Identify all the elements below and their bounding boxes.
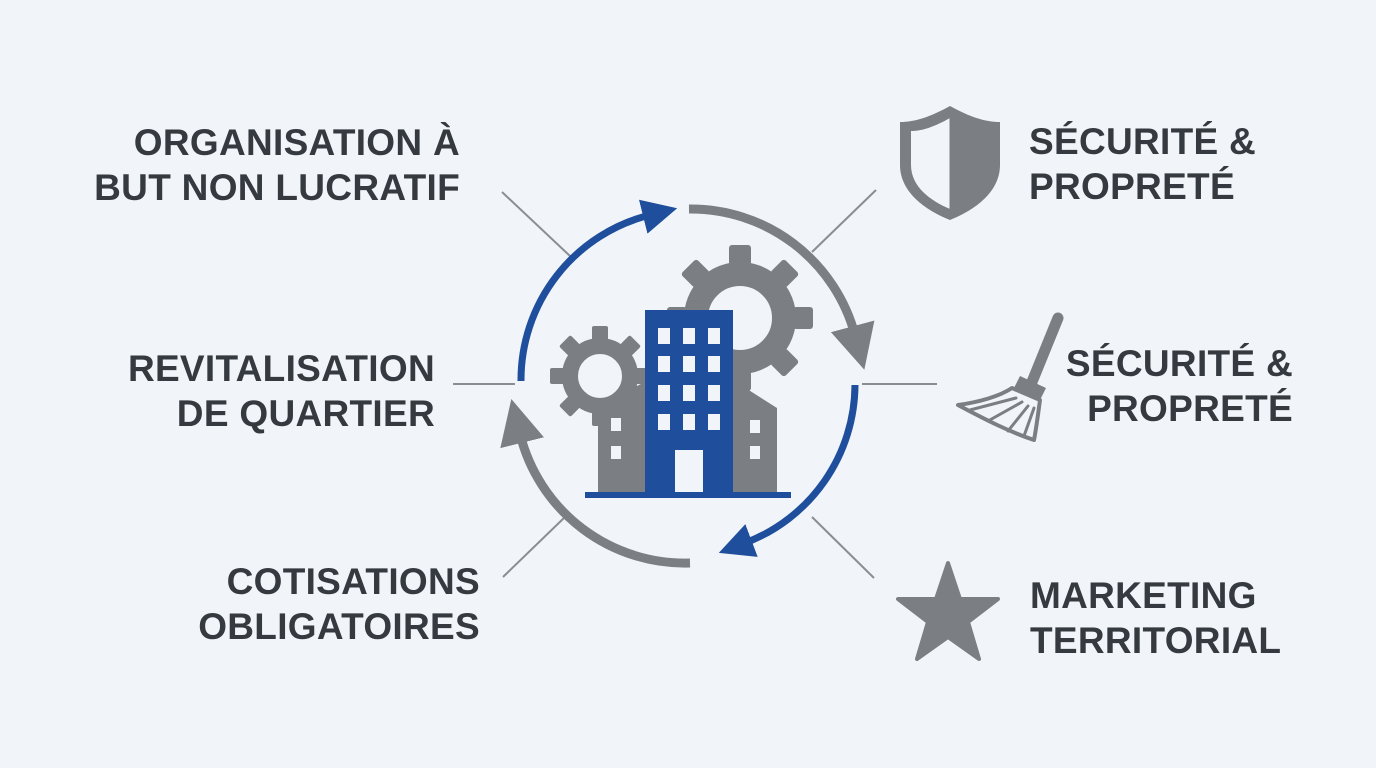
label-line: SÉCURITÉ & [1029, 121, 1257, 162]
label-line: REVITALISATION [127, 348, 435, 389]
label-line: BUT NON LUCRATIF [94, 167, 460, 208]
large-gear-icon [667, 245, 813, 391]
label-line: DE QUARTIER [176, 393, 435, 434]
label-line: COTISATIONS [226, 561, 480, 602]
connector-lines [453, 189, 937, 579]
connector-organisation [501, 191, 571, 257]
label-line: SÉCURITÉ & [1065, 343, 1293, 384]
tower-door [675, 450, 703, 492]
left-building [598, 382, 645, 492]
label-securite-proprete-2: SÉCURITÉ & PROPRETÉ [1066, 341, 1293, 431]
label-line: PROPRETÉ [1029, 166, 1235, 207]
label-marketing-territorial: MARKETING TERRITORIAL [1030, 573, 1281, 663]
connector-cotisations [502, 516, 566, 578]
connector-marketing [811, 516, 875, 579]
label-organisation: ORGANISATION À BUT NON LUCRATIF [94, 120, 460, 210]
cycle-arrow-top-right [688, 204, 875, 370]
label-cotisations: COTISATIONS OBLIGATOIRES [198, 559, 480, 649]
cycle-arrow-top-left [517, 199, 678, 382]
label-line: TERRITORIAL [1030, 620, 1282, 661]
cycle-arrows [500, 199, 875, 568]
label-line: PROPRETÉ [1087, 388, 1293, 429]
shield-icon [900, 106, 1000, 220]
cycle-arrow-bottom-right [718, 384, 859, 557]
ground-line [585, 492, 791, 498]
cycle-arrow-bottom-left [500, 399, 691, 568]
right-building [733, 380, 777, 492]
building-with-gears-icon [550, 245, 813, 498]
star-icon [896, 561, 1000, 661]
label-line: OBLIGATOIRES [198, 606, 480, 647]
tower-windows [658, 328, 720, 430]
connector-securite-1 [811, 189, 877, 253]
broom-icon [956, 312, 1064, 442]
label-line: MARKETING [1030, 575, 1257, 616]
label-revitalisation: REVITALISATION DE QUARTIER [128, 346, 435, 436]
label-line: ORGANISATION À [133, 122, 460, 163]
label-securite-proprete-1: SÉCURITÉ & PROPRETÉ [1029, 119, 1256, 209]
